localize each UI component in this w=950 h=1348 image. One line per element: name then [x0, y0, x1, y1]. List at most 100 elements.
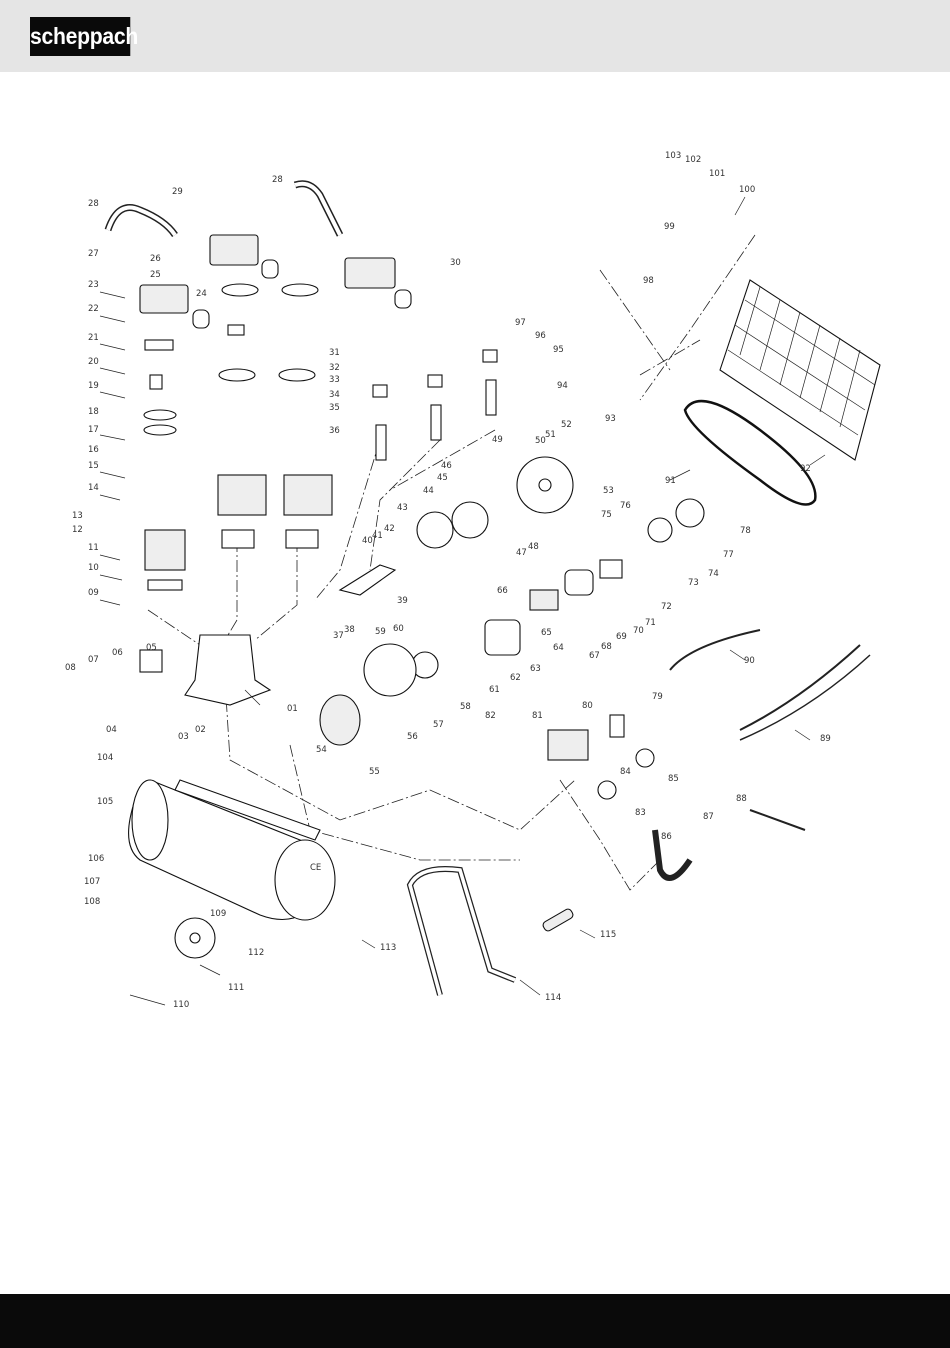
callout: 30 — [450, 258, 461, 268]
callout: 107 — [84, 877, 100, 887]
callout: 18 — [88, 407, 99, 417]
callout: 01 — [287, 704, 298, 714]
callout: 70 — [633, 626, 644, 636]
callout: 57 — [433, 720, 444, 730]
callout: 115 — [600, 930, 616, 940]
diagram-drawing: CE 01 02 03 04 05 06 07 08 09 10 11 12 1… — [65, 151, 881, 1010]
callout: 102 — [685, 155, 701, 165]
callout: 94 — [557, 381, 568, 391]
motor-housing — [484, 619, 521, 656]
callout: 55 — [369, 767, 380, 777]
callout: 15 — [88, 461, 99, 471]
header-bar: scheppach — [0, 0, 950, 72]
scheppach-logo: scheppach — [30, 17, 138, 56]
callout: 73 — [688, 578, 699, 588]
callout: 86 — [661, 832, 672, 842]
callout: 13 — [72, 511, 83, 521]
callout: 23 — [88, 280, 99, 290]
callout: 82 — [485, 711, 496, 721]
callout: 93 — [605, 414, 616, 424]
exploded-parts-diagram: CE 01 02 03 04 05 06 07 08 09 10 11 12 1… — [0, 140, 950, 1020]
callout: 50 — [535, 436, 546, 446]
callout: 02 — [195, 725, 206, 735]
callout: 89 — [820, 734, 831, 744]
middle-cylinder-group — [209, 180, 344, 549]
callout: 59 — [375, 627, 386, 637]
callout: 53 — [603, 486, 614, 496]
callout: 74 — [708, 569, 719, 579]
callout: 32 — [329, 363, 340, 373]
callout: 71 — [645, 618, 656, 628]
callout: 39 — [397, 596, 408, 606]
callout: 41 — [372, 531, 383, 541]
callout: 25 — [150, 270, 161, 280]
callout: 62 — [510, 673, 521, 683]
callout: 61 — [489, 685, 500, 695]
v-belt — [683, 399, 817, 506]
callout: 76 — [620, 501, 631, 511]
callout: 07 — [88, 655, 99, 665]
callout: 90 — [744, 656, 755, 666]
callout: 34 — [329, 390, 340, 400]
callout: 109 — [210, 909, 226, 919]
callout: 96 — [535, 331, 546, 341]
callout: 49 — [492, 435, 503, 445]
callout: 38 — [344, 625, 355, 635]
callout: 84 — [620, 767, 631, 777]
callout: 54 — [316, 745, 327, 755]
callout: 111 — [228, 983, 244, 993]
pressure-switch — [547, 729, 589, 761]
callout: 85 — [668, 774, 679, 784]
cover-plate — [139, 649, 163, 673]
crankcase — [184, 634, 272, 706]
callout: 43 — [397, 503, 408, 513]
callout: 75 — [601, 510, 612, 520]
callout: 42 — [384, 524, 395, 534]
callout: 31 — [329, 348, 340, 358]
callout: 28 — [272, 175, 283, 185]
callout: 99 — [664, 222, 675, 232]
callout: 56 — [407, 732, 418, 742]
callout: 60 — [393, 624, 404, 634]
callout: 08 — [65, 663, 76, 673]
callout: 68 — [601, 642, 612, 652]
footer-bar — [0, 1294, 950, 1348]
callout: 64 — [553, 643, 564, 653]
callout: 91 — [665, 476, 676, 486]
callout: 83 — [635, 808, 646, 818]
callout: 113 — [380, 943, 396, 953]
callout: 09 — [88, 588, 99, 598]
ce-mark: CE — [310, 863, 321, 873]
callout: 105 — [97, 797, 113, 807]
belt-guard — [719, 279, 881, 461]
callout: 03 — [178, 732, 189, 742]
callout: 110 — [173, 1000, 189, 1010]
callout: 27 — [88, 249, 99, 259]
right-cylinder-group — [278, 257, 412, 549]
callout: 48 — [528, 542, 539, 552]
callout: 101 — [709, 169, 725, 179]
callout: 65 — [541, 628, 552, 638]
callout: 98 — [643, 276, 654, 286]
callout: 26 — [150, 254, 161, 264]
callout: 24 — [196, 289, 207, 299]
callout: 95 — [553, 345, 564, 355]
callout: 29 — [172, 187, 183, 197]
callout: 22 — [88, 304, 99, 314]
callout: 77 — [723, 550, 734, 560]
callout: 69 — [616, 632, 627, 642]
callout: 79 — [652, 692, 663, 702]
callout: 67 — [589, 651, 600, 661]
callout: 87 — [703, 812, 714, 822]
callout: 88 — [736, 794, 747, 804]
callout: 16 — [88, 445, 99, 455]
callout: 20 — [88, 357, 99, 367]
callout: 78 — [740, 526, 751, 536]
callout: 112 — [248, 948, 264, 958]
callout: 04 — [106, 725, 117, 735]
callout: 35 — [329, 403, 340, 413]
callout: 10 — [88, 563, 99, 573]
callout: 06 — [112, 648, 123, 658]
callout: 104 — [97, 753, 113, 763]
callout: 51 — [545, 430, 556, 440]
